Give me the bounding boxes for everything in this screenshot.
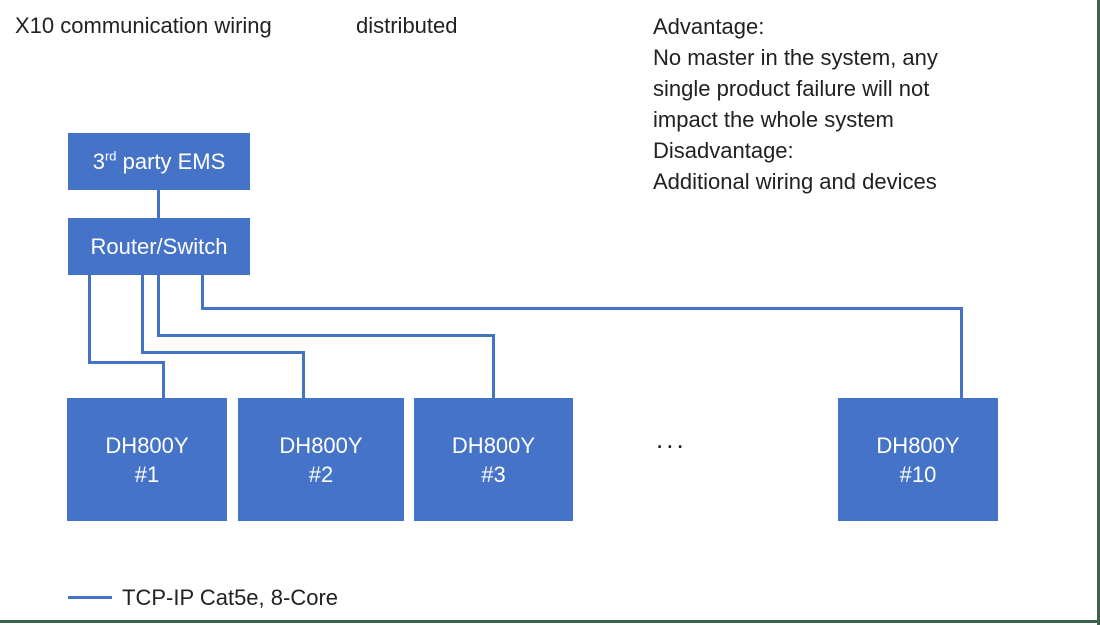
cell-border-right	[1097, 0, 1100, 625]
node-dh800y-3: DH800Y #3	[414, 398, 573, 521]
wire-segment	[201, 275, 204, 310]
node-router: Router/Switch	[68, 218, 250, 275]
device-model: DH800Y	[279, 432, 363, 458]
cell-border-bottom	[0, 620, 1100, 623]
device-number: #2	[308, 461, 334, 487]
device-model: DH800Y	[105, 432, 189, 458]
node-dh800y-10: DH800Y #10	[838, 398, 998, 521]
device-number: #1	[134, 461, 160, 487]
device-label: DH800Y #3	[452, 431, 535, 489]
wire-segment	[492, 334, 495, 398]
device-label: DH800Y #10	[876, 431, 959, 489]
wire-segment	[157, 190, 160, 218]
device-model: DH800Y	[876, 432, 960, 458]
wire-segment	[141, 351, 305, 354]
node-ems: 3rd party EMS	[68, 133, 250, 190]
node-dh800y-1: DH800Y #1	[67, 398, 227, 521]
device-label: DH800Y #2	[279, 431, 362, 489]
diagram-title: X10 communication wiring	[15, 13, 272, 38]
device-label: DH800Y #1	[105, 431, 188, 489]
legend-label: TCP-IP Cat5e, 8-Core	[122, 585, 339, 610]
device-model: DH800Y	[451, 432, 536, 458]
wire-segment	[201, 307, 963, 310]
wire-segment	[157, 275, 160, 337]
wire-segment	[157, 334, 495, 337]
wire-segment	[88, 361, 165, 364]
wire-segment	[162, 361, 165, 398]
node-dh800y-2: DH800Y #2	[238, 398, 404, 521]
notes-text: Advantage: No master in the system, any …	[653, 14, 938, 194]
device-number: #10	[899, 461, 937, 487]
wire-segment	[302, 351, 305, 398]
node-ems-label: 3rd party EMS	[92, 148, 226, 174]
wire-segment	[141, 275, 144, 354]
wire-segment	[88, 275, 91, 364]
wire-segment	[960, 307, 963, 398]
device-number: #3	[481, 461, 506, 487]
devices-ellipsis: ...	[656, 424, 687, 454]
topology-label: distributed	[356, 13, 458, 38]
node-router-label: Router/Switch	[90, 234, 228, 259]
legend-line-swatch	[68, 596, 112, 599]
